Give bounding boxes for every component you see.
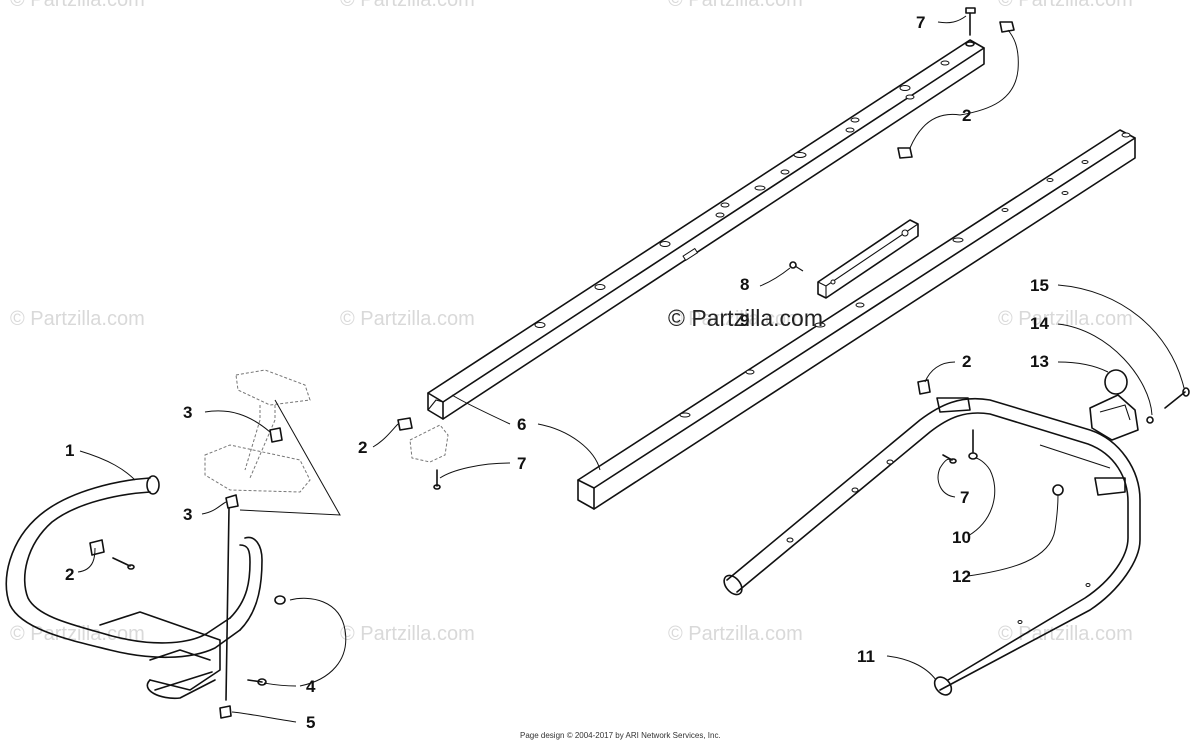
- callout-hitch-bolt[interactable]: 15: [1030, 276, 1049, 295]
- callout-bumper-clip[interactable]: 2: [65, 565, 74, 584]
- upper-side-rail[interactable]: [427, 39, 985, 420]
- strap-rivet[interactable]: [789, 261, 804, 272]
- callout-top-screw[interactable]: 7: [916, 13, 925, 32]
- callout-rail-screw-left[interactable]: 7: [517, 454, 526, 473]
- callout-strap-rivet[interactable]: 8: [740, 275, 749, 294]
- rear-screw[interactable]: [942, 454, 957, 464]
- watermark: © Partzilla.com: [668, 308, 803, 330]
- rear-nut[interactable]: [1052, 484, 1064, 496]
- watermark: © Partzilla.com: [10, 623, 145, 645]
- lower-nut[interactable]: [219, 705, 232, 719]
- leader-lines: [77, 15, 1185, 723]
- callout-top-clips[interactable]: 2: [962, 106, 971, 125]
- rear-bumper[interactable]: [721, 397, 1141, 698]
- watermark: © Partzilla.com: [10, 0, 145, 11]
- bumper-clip[interactable]: [89, 539, 105, 556]
- rear-clip[interactable]: [917, 379, 931, 395]
- watermark: © Partzilla.com: [668, 0, 803, 11]
- bumper-bolt[interactable]: [274, 595, 286, 605]
- callout-upper-clip-bottom[interactable]: 3: [183, 505, 192, 524]
- callout-rear-clip[interactable]: 2: [962, 352, 971, 371]
- watermark: © Partzilla.com: [340, 623, 475, 645]
- hitch-assembly[interactable]: [1089, 369, 1190, 441]
- callout-hitch-washer[interactable]: 14: [1030, 314, 1049, 333]
- callout-hitch-ring[interactable]: 13: [1030, 352, 1049, 371]
- hitch-pin-vertical[interactable]: [225, 507, 230, 701]
- top-screw[interactable]: [965, 7, 976, 47]
- rail-end-bracket[interactable]: [409, 424, 449, 463]
- callout-side-rail[interactable]: 6: [517, 415, 526, 434]
- callout-rear-screw[interactable]: 7: [960, 488, 969, 507]
- front-bumper[interactable]: [5, 475, 263, 700]
- callout-upper-clip-top[interactable]: 3: [183, 403, 192, 422]
- watermark: © Partzilla.com: [998, 623, 1133, 645]
- callout-rear-rivet[interactable]: 10: [952, 528, 971, 547]
- callout-front-bumper[interactable]: 1: [65, 441, 74, 460]
- watermark: © Partzilla.com: [998, 308, 1133, 330]
- lower-side-rail[interactable]: [577, 129, 1136, 510]
- watermark: © Partzilla.com: [668, 623, 803, 645]
- callout-rear-bumper[interactable]: 11: [857, 647, 875, 666]
- mid-clip[interactable]: [897, 147, 913, 159]
- bumper-screw[interactable]: [112, 557, 135, 570]
- watermark: © Partzilla.com: [340, 308, 475, 330]
- callout-labels: 1 2 3 3 4 5 2 7 6 7 2 8 9 2 7 10 12 11 1…: [65, 13, 1049, 732]
- front-hitch-detail: [204, 369, 341, 516]
- watermark: © Partzilla.com: [10, 308, 145, 330]
- watermark-layer: © Partzilla.com © Partzilla.com © Partzi…: [10, 0, 1133, 645]
- callout-lower-nut[interactable]: 5: [306, 713, 315, 732]
- rail-strap[interactable]: [817, 219, 919, 299]
- rail-screw-left[interactable]: [433, 469, 441, 490]
- callout-strap[interactable]: 9: [740, 311, 749, 330]
- bracket-screw[interactable]: [247, 678, 267, 686]
- rail-clip-left[interactable]: [397, 417, 413, 431]
- callout-rail-clip-left[interactable]: 2: [358, 438, 367, 457]
- top-clip[interactable]: [999, 21, 1015, 33]
- callout-bracket-screw[interactable]: 4: [306, 677, 316, 696]
- watermark: © Partzilla.com: [998, 0, 1133, 11]
- callout-rear-nut[interactable]: 12: [952, 567, 971, 586]
- watermark: © Partzilla.com: [340, 0, 475, 11]
- center-watermark: © Partzilla.com: [668, 305, 823, 331]
- footer-copyright: Page design © 2004-2017 by ARI Network S…: [520, 731, 721, 740]
- rear-rivet[interactable]: [968, 429, 978, 460]
